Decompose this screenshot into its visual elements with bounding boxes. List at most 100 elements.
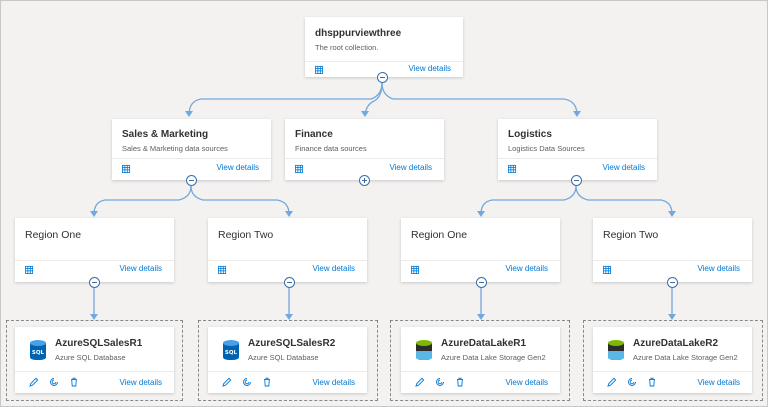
sources-group <box>583 320 763 401</box>
azure-sql-icon: SQL <box>223 340 239 360</box>
source-type: Azure SQL Database <box>55 353 126 362</box>
grid-icon[interactable] <box>25 265 34 274</box>
edit-pencil-icon[interactable] <box>415 377 425 387</box>
source-name: AzureDataLakeR1 <box>441 338 527 349</box>
collapse-toggle-region-one-logistics[interactable] <box>476 277 487 288</box>
collection-card-finance[interactable]: Finance Finance data sources View detail… <box>285 119 444 180</box>
source-name: AzureSQLSalesR1 <box>55 338 143 349</box>
divider <box>401 260 560 261</box>
azure-sql-icon: SQL <box>30 340 46 360</box>
delete-trash-icon[interactable] <box>262 377 272 387</box>
source-type: Azure Data Lake Storage Gen2 <box>441 353 546 362</box>
view-details-link[interactable]: View details <box>697 264 740 273</box>
scan-icon[interactable] <box>435 377 445 387</box>
grid-icon[interactable] <box>603 265 612 274</box>
delete-trash-icon[interactable] <box>647 377 657 387</box>
delete-trash-icon[interactable] <box>69 377 79 387</box>
collection-name: Region One <box>25 229 82 241</box>
divider <box>593 260 752 261</box>
source-actions <box>607 377 657 387</box>
expand-toggle-finance[interactable] <box>359 175 370 186</box>
svg-text:SQL: SQL <box>225 350 238 356</box>
data-lake-icon <box>416 340 432 360</box>
source-actions <box>415 377 465 387</box>
view-details-link[interactable]: View details <box>312 378 355 387</box>
scan-icon[interactable] <box>242 377 252 387</box>
collection-card-region-two-sales[interactable]: Region Two View details <box>208 218 367 282</box>
sources-group <box>198 320 378 401</box>
collapse-toggle-region-one-sales[interactable] <box>89 277 100 288</box>
sources-group <box>390 320 570 401</box>
grid-icon[interactable] <box>508 164 517 173</box>
collection-description: Sales & Marketing data sources <box>122 144 228 153</box>
source-actions <box>29 377 79 387</box>
view-details-link[interactable]: View details <box>697 378 740 387</box>
source-type: Azure SQL Database <box>248 353 319 362</box>
scan-icon[interactable] <box>627 377 637 387</box>
edit-pencil-icon[interactable] <box>222 377 232 387</box>
collection-description: The root collection. <box>315 43 379 52</box>
divider <box>208 260 367 261</box>
collapse-toggle-root[interactable] <box>377 72 388 83</box>
collection-card-region-two-logistics[interactable]: Region Two View details <box>593 218 752 282</box>
view-details-link[interactable]: View details <box>505 264 548 273</box>
collection-name: Finance <box>295 129 333 140</box>
view-details-link[interactable]: View details <box>312 264 355 273</box>
view-details-link[interactable]: View details <box>119 264 162 273</box>
divider <box>15 371 174 372</box>
divider <box>593 371 752 372</box>
collection-name: Region Two <box>603 229 659 241</box>
sources-group <box>6 320 183 401</box>
collapse-toggle-region-two-sales[interactable] <box>284 277 295 288</box>
grid-icon[interactable] <box>411 265 420 274</box>
collection-description: Logistics Data Sources <box>508 144 585 153</box>
collection-card-root[interactable]: dhsppurviewthree The root collection. Vi… <box>305 17 463 77</box>
collection-card-logistics[interactable]: Logistics Logistics Data Sources View de… <box>498 119 657 180</box>
grid-icon[interactable] <box>315 65 324 74</box>
divider <box>305 61 463 62</box>
view-details-link[interactable]: View details <box>602 163 645 172</box>
collection-name: Region One <box>411 229 468 241</box>
collection-card-region-one-sales[interactable]: Region One View details <box>15 218 174 282</box>
grid-icon[interactable] <box>295 164 304 173</box>
collapse-toggle-sales-marketing[interactable] <box>186 175 197 186</box>
source-type: Azure Data Lake Storage Gen2 <box>633 353 738 362</box>
collection-name: Sales & Marketing <box>122 129 209 140</box>
divider <box>401 371 560 372</box>
divider <box>15 260 174 261</box>
divider <box>208 371 367 372</box>
data-lake-icon <box>608 340 624 360</box>
divider <box>285 158 444 159</box>
view-details-link[interactable]: View details <box>408 64 451 73</box>
collection-card-region-one-logistics[interactable]: Region One View details <box>401 218 560 282</box>
collapse-toggle-logistics[interactable] <box>571 175 582 186</box>
view-details-link[interactable]: View details <box>216 163 259 172</box>
source-card-azuresqlsalesr1[interactable]: SQL AzureSQLSalesR1 Azure SQL Database V… <box>15 327 174 393</box>
divider <box>112 158 271 159</box>
collection-card-sales-marketing[interactable]: Sales & Marketing Sales & Marketing data… <box>112 119 271 180</box>
source-actions <box>222 377 272 387</box>
collection-name: dhsppurviewthree <box>315 28 402 39</box>
source-card-azuredatalaker2[interactable]: AzureDataLakeR2 Azure Data Lake Storage … <box>593 327 752 393</box>
view-details-link[interactable]: View details <box>389 163 432 172</box>
collection-name: Region Two <box>218 229 274 241</box>
divider <box>498 158 657 159</box>
source-card-azuresqlsalesr2[interactable]: SQL AzureSQLSalesR2 Azure SQL Database V… <box>208 327 367 393</box>
source-name: AzureSQLSalesR2 <box>248 338 336 349</box>
svg-text:SQL: SQL <box>32 350 45 356</box>
edit-pencil-icon[interactable] <box>607 377 617 387</box>
grid-icon[interactable] <box>218 265 227 274</box>
collection-description: Finance data sources <box>295 144 367 153</box>
view-details-link[interactable]: View details <box>505 378 548 387</box>
view-details-link[interactable]: View details <box>119 378 162 387</box>
delete-trash-icon[interactable] <box>455 377 465 387</box>
scan-icon[interactable] <box>49 377 59 387</box>
source-card-azuredatalaker1[interactable]: AzureDataLakeR1 Azure Data Lake Storage … <box>401 327 560 393</box>
collection-name: Logistics <box>508 129 552 140</box>
grid-icon[interactable] <box>122 164 131 173</box>
source-name: AzureDataLakeR2 <box>633 338 719 349</box>
edit-pencil-icon[interactable] <box>29 377 39 387</box>
collapse-toggle-region-two-logistics[interactable] <box>667 277 678 288</box>
